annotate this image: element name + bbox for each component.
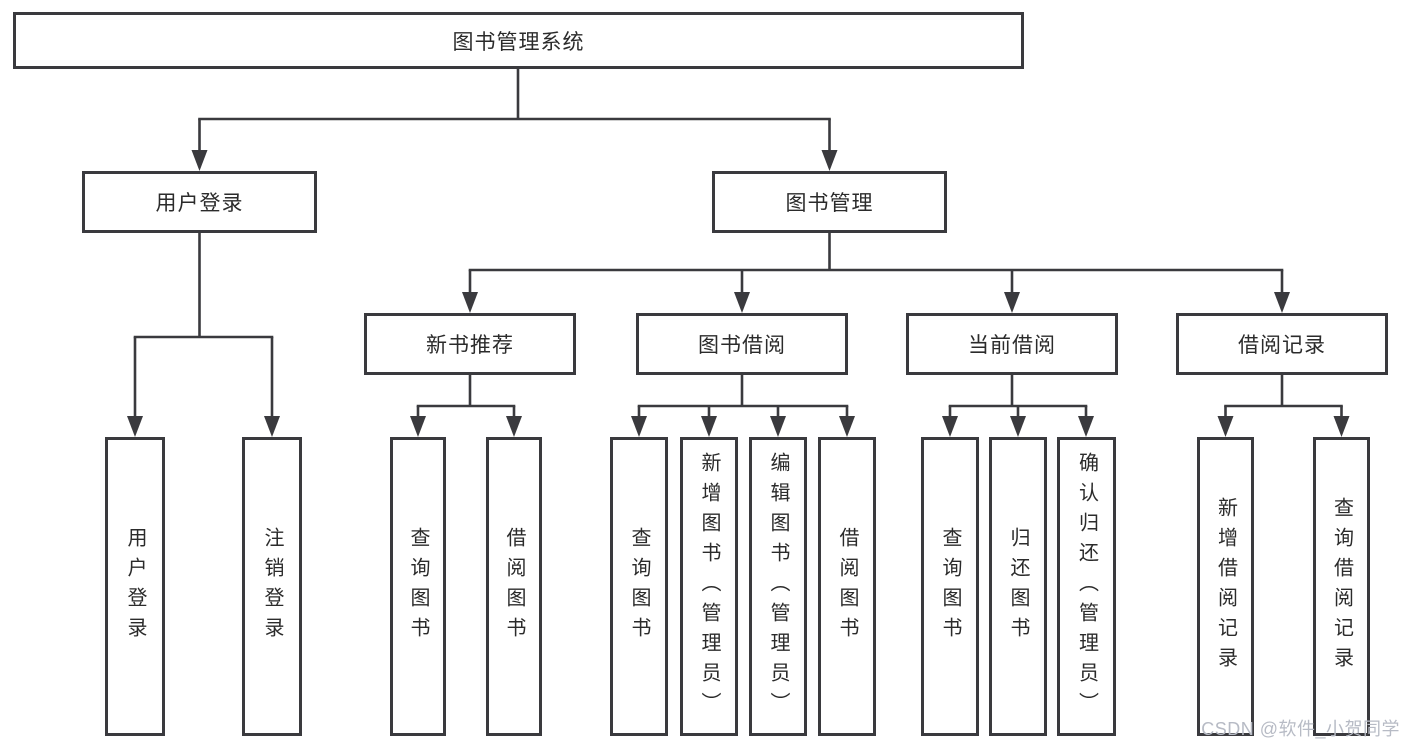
leaf-edit-book-admin: 编辑图书（管理员） [749,437,807,736]
node-label: 查询借阅记录 [1330,496,1353,677]
leaf-query-books-3: 查询图书 [921,437,979,736]
leaf-return-books: 归还图书 [989,437,1047,736]
node-new-book-recommendation: 新书推荐 [364,313,576,375]
node-user-login: 用户登录 [82,171,317,233]
node-current-borrowing: 当前借阅 [906,313,1118,375]
leaf-borrow-books-1: 借阅图书 [486,437,542,736]
node-label: 新增图书（管理员） [698,451,720,722]
node-label: 新增借阅记录 [1214,496,1237,677]
leaf-add-book-admin: 新增图书（管理员） [680,437,738,736]
node-label: 查询图书 [628,526,650,647]
node-borrowing-records: 借阅记录 [1176,313,1388,375]
leaf-query-borrow-record: 查询借阅记录 [1313,437,1370,736]
node-label: 查询图书 [939,526,961,647]
csdn-watermark: CSDN @软件_小贺同学 [1201,719,1400,739]
node-label: 注销登录 [261,526,283,647]
leaf-borrow-books-2: 借阅图书 [818,437,876,736]
node-label: 归还图书 [1007,526,1029,647]
node-label: 新书推荐 [426,334,514,357]
leaf-logout: 注销登录 [242,437,302,736]
leaf-user-login: 用户登录 [105,437,165,736]
node-label: 用户登录 [124,526,146,647]
leaf-add-borrow-record: 新增借阅记录 [1197,437,1254,736]
node-book-borrowing: 图书借阅 [636,313,848,375]
leaf-query-books-1: 查询图书 [390,437,446,736]
node-label: 借阅图书 [836,526,858,647]
node-label: 图书管理系统 [452,30,585,54]
node-label: 编辑图书（管理员） [767,451,789,722]
leaf-confirm-return-admin: 确认归还（管理员） [1057,437,1116,736]
node-label: 借阅记录 [1238,334,1326,357]
node-label: 图书管理 [785,192,874,215]
node-book-management: 图书管理 [712,171,947,233]
node-library-management-system: 图书管理系统 [13,12,1024,69]
leaf-query-books-2: 查询图书 [610,437,668,736]
node-label: 当前借阅 [968,334,1056,357]
node-label: 查询图书 [407,526,429,647]
node-label: 图书借阅 [698,334,786,357]
node-label: 用户登录 [155,192,244,215]
node-label: 确认归还（管理员） [1075,451,1098,722]
node-label: 借阅图书 [503,526,525,647]
